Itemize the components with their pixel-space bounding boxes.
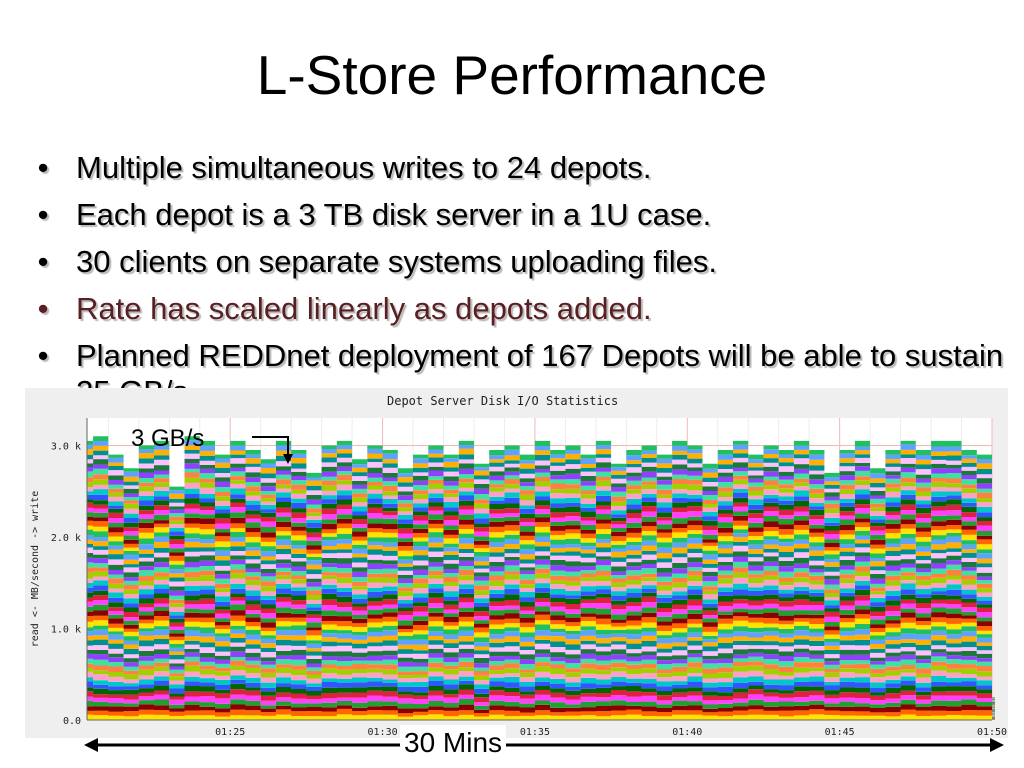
- x-tick-label: 01:25: [215, 727, 245, 738]
- y-tick-label: 3.0 k: [51, 441, 81, 452]
- depot-series-area: [87, 624, 995, 713]
- y-tick-label: 0.0: [63, 716, 81, 727]
- depot-series-area: [87, 675, 995, 718]
- rate-callout-label: 3 GB/s: [131, 425, 205, 452]
- depot-series-area: [87, 629, 995, 714]
- bullet-text: Rate has scaled linearly as depots added…: [76, 291, 652, 326]
- depot-series-area: [87, 683, 995, 718]
- depot-series-area: [87, 665, 995, 717]
- depot-series-area: [87, 638, 995, 714]
- x-tick-label: 01:35: [520, 727, 550, 738]
- chart-panel: 0.0 1.0 k 2.0 k 3.0 k 01:25 01:30 01:35 01:40 01…: [25, 388, 1008, 738]
- depot-series-area: [87, 704, 995, 720]
- depot-series-area: [87, 660, 995, 716]
- depot-series-area: [87, 670, 995, 717]
- y-tick-label: 2.0 k: [51, 533, 81, 544]
- axes: 0.0 1.0 k 2.0 k 3.0 k 01:25 01:30 01:35 01:40 01…: [51, 418, 1007, 738]
- depot-series-area: [87, 646, 995, 715]
- slide-title: L-Store Performance: [256, 44, 768, 106]
- depot-series-area: [87, 651, 995, 716]
- y-tick-label: 1.0 k: [51, 624, 81, 635]
- bullet-dot-icon: •: [37, 291, 49, 326]
- depot-series-area: [87, 708, 995, 720]
- chart-title: Depot Server Disk I/O Statistics: [387, 394, 618, 408]
- depot-series-area: [87, 694, 995, 719]
- bullet-text: 30 clients on separate systems uploading…: [76, 244, 718, 279]
- y-axis-label: read <- MB/second -> write: [30, 491, 41, 648]
- x-tick-label: 01:30: [368, 727, 398, 738]
- bullet-dot-icon: •: [37, 197, 49, 232]
- depot-series-area: [87, 714, 995, 720]
- x-tick-label: 01:40: [672, 727, 702, 738]
- disk-io-chart: 0.0 1.0 k 2.0 k 3.0 k 01:25 01:30 01:35 01:40 01…: [30, 394, 1007, 738]
- bullet-item: • 30 clients on separate systems uploadin…: [28, 244, 1008, 280]
- bullet-dot-icon: •: [37, 338, 49, 373]
- bullet-item: • Multiple simultaneous writes to 24 depo…: [28, 150, 1008, 186]
- stacked-area-series: [87, 436, 995, 720]
- depot-series-area: [87, 679, 995, 718]
- double-headed-arrow-icon: [84, 738, 1004, 752]
- depot-series-area: [87, 689, 995, 719]
- depot-series-area: [87, 642, 995, 715]
- bullet-text: Each depot is a 3 TB disk server in a 1U…: [76, 197, 712, 232]
- bullet-list: • Multiple simultaneous writes to 24 depo…: [28, 150, 1008, 421]
- depot-series-area: [87, 618, 995, 713]
- depot-series-area: [87, 656, 995, 716]
- time-span-label: 30 Mins: [400, 725, 507, 761]
- bullet-text: Multiple simultaneous writes to 24 depot…: [76, 150, 652, 185]
- bullet-item: • Each depot is a 3 TB disk server in a 1…: [28, 197, 1008, 233]
- depot-series-area: [87, 633, 995, 714]
- bullet-dot-icon: •: [37, 150, 49, 185]
- bullet-dot-icon: •: [37, 244, 49, 279]
- right-angle-arrow-icon: [252, 436, 293, 464]
- bullet-item: • Rate has scaled linearly as depots adde…: [28, 291, 1008, 327]
- x-tick-label: 01:45: [825, 727, 855, 738]
- depot-series-area: [87, 699, 995, 719]
- x-tick-label: 01:50: [977, 727, 1007, 738]
